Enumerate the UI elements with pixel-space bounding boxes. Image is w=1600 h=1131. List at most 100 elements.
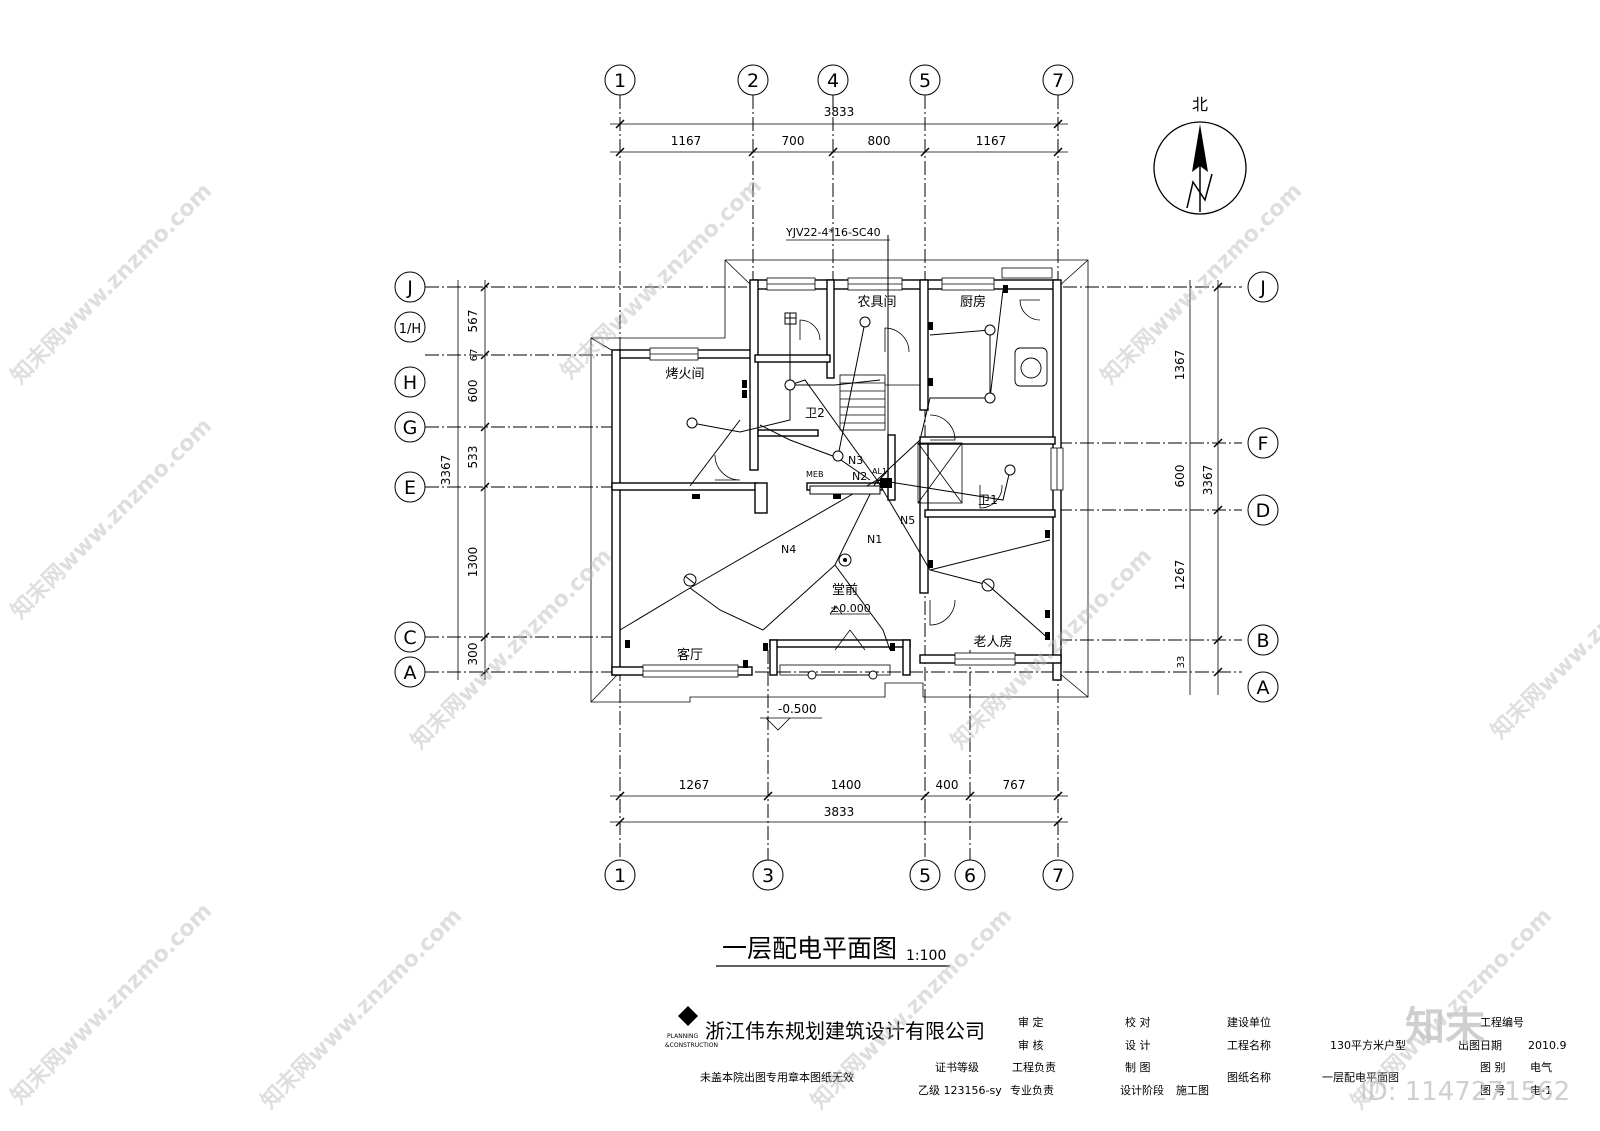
axis-bubble-top-7: 7 [1042, 64, 1074, 96]
dim-left-seg-6: 300 [466, 643, 480, 666]
svg-text:知末网www.znzmo.com: 知末网www.znzmo.com [6, 898, 217, 1109]
axis-bubble-left-G: G [394, 411, 426, 443]
dim-left-seg-4: 533 [466, 446, 480, 469]
axis-bubble-left-H: H [394, 366, 426, 398]
svg-text:3: 3 [762, 865, 774, 887]
svg-text:图 号: 图 号 [1480, 1084, 1506, 1097]
circuit-n5: N5 [900, 514, 915, 527]
watermark-id: ID: 1147271562 [1360, 1077, 1570, 1107]
axis-bubble-right-B: B [1247, 624, 1279, 656]
svg-text:工程编号: 工程编号 [1480, 1015, 1524, 1029]
elevation-floor: ±0.000 [829, 602, 871, 615]
room-living: 客厅 [677, 647, 703, 663]
svg-text:5: 5 [919, 865, 931, 887]
svg-text:工程名称: 工程名称 [1227, 1038, 1271, 1052]
title-block-note: 未盖本院出图专用章本图纸无效 [700, 1070, 854, 1084]
svg-text:2010.9: 2010.9 [1528, 1039, 1567, 1052]
dim-left-seg-1: 567 [466, 310, 480, 333]
svg-text:6: 6 [964, 865, 976, 887]
axis-bubble-top-5: 5 [909, 64, 941, 96]
doors [714, 299, 1041, 651]
svg-text:设 计: 设 计 [1125, 1039, 1151, 1052]
svg-text:证书等级: 证书等级 [935, 1060, 979, 1074]
axis-bubble-right-D: D [1247, 494, 1279, 526]
north-label: 北 [1192, 95, 1208, 114]
svg-text:知末网www.znzmo.com: 知末网www.znzmo.com [256, 903, 467, 1114]
drawing-title-text: 一层配电平面图 [722, 934, 897, 963]
axis-bubble-right-J: J [1247, 271, 1279, 303]
room-kitchen: 厨房 [960, 294, 986, 310]
svg-text:乙级 123156-sy: 乙级 123156-sy [918, 1084, 1002, 1097]
room-farm-tools: 农具间 [857, 295, 896, 310]
svg-text:一层配电平面图: 一层配电平面图 [1322, 1071, 1399, 1084]
svg-text:130平方米户型: 130平方米户型 [1330, 1038, 1406, 1052]
svg-text:施工图: 施工图 [1176, 1084, 1209, 1097]
circuit-al1: AL1 [872, 467, 887, 476]
svg-text:D: D [1256, 500, 1271, 522]
svg-text:工程负责: 工程负责 [1012, 1060, 1056, 1074]
svg-text:E: E [404, 477, 416, 499]
axis-bubble-top-1: 1 [604, 64, 636, 96]
svg-text:4: 4 [827, 70, 839, 92]
axis-bubble-bottom-1: 1 [604, 859, 636, 891]
dim-right-seg-3: 1267 [1173, 560, 1187, 591]
axis-bubble-bottom-3: 3 [752, 859, 784, 891]
wiring [619, 235, 1051, 676]
dim-top-seg-3: 800 [868, 134, 891, 148]
axis-bubble-left-J: J [394, 271, 426, 303]
dim-left-total: 3367 [439, 455, 453, 486]
svg-text:B: B [1256, 630, 1269, 652]
drawing-scale: 1:100 [906, 948, 946, 964]
north-arrow: 北 [1153, 95, 1247, 215]
svg-text:设计阶段: 设计阶段 [1120, 1083, 1164, 1097]
axis-bubble-right-A: A [1247, 671, 1279, 703]
dimension-lines [457, 119, 1223, 827]
dim-bottom-seg-4: 767 [1003, 778, 1026, 792]
room-hall: 堂前 [832, 582, 858, 598]
svg-text:J: J [1259, 277, 1266, 299]
svg-text:PLANNING: PLANNING [667, 1033, 698, 1040]
dim-left-seg-2: 67 [469, 349, 480, 362]
svg-text:电-1: 电-1 [1530, 1084, 1552, 1097]
dim-left-seg-3: 600 [466, 380, 480, 403]
circuit-n2: N2 [852, 470, 867, 483]
circuit-n1: N1 [867, 533, 882, 546]
svg-text:2: 2 [747, 70, 759, 92]
company-name: 浙江伟东规划建筑设计有限公司 [705, 1019, 985, 1043]
svg-text:±0.000: ±0.000 [830, 602, 871, 615]
svg-text:A: A [1257, 677, 1270, 699]
dim-top-seg-2: 700 [782, 134, 805, 148]
elevation-outside: -0.500 [760, 702, 822, 731]
svg-text:审 核: 审 核 [1018, 1038, 1044, 1052]
svg-text:F: F [1258, 433, 1269, 455]
circuit-n3: N3 [848, 454, 863, 467]
circuit-meb: MEB [806, 470, 823, 479]
svg-text:电气: 电气 [1530, 1060, 1552, 1074]
windows [642, 267, 1064, 678]
svg-text:C: C [403, 627, 416, 649]
fixtures [1014, 347, 1048, 387]
svg-text:-0.500: -0.500 [778, 702, 817, 716]
svg-text:5: 5 [919, 70, 931, 92]
dim-bottom-total: 3833 [824, 805, 855, 819]
circuit-n4: N4 [781, 543, 796, 556]
axis-bubble-left-A: A [394, 656, 426, 688]
dim-top-total: 3833 [824, 105, 855, 119]
dim-right-seg-2: 600 [1173, 465, 1187, 488]
axis-bubble-left-C: C [394, 621, 426, 653]
room-labels: 农具间 厨房 烤火间 卫2 卫1 堂前 客厅 老人房 [665, 294, 1012, 663]
svg-text:建设单位: 建设单位 [1227, 1015, 1271, 1029]
svg-text:1: 1 [614, 70, 626, 92]
axis-bubble-top-2: 2 [737, 64, 769, 96]
svg-text:图 别: 图 别 [1480, 1061, 1506, 1074]
title-block: PLANNING &CONSTRUCTION 浙江伟东规划建筑设计有限公司 未盖… [665, 1006, 1567, 1097]
svg-text:7: 7 [1052, 865, 1064, 887]
watermark-logo: 知末 [1405, 1004, 1485, 1050]
svg-text:出图日期: 出图日期 [1458, 1038, 1502, 1052]
svg-text:1: 1 [614, 865, 626, 887]
axis-bubbles: 1 2 4 5 7 1 3 5 6 7 J 1/H H G E C A J F … [394, 64, 1279, 891]
dimension-texts: 3833 1167 700 800 1167 1267 1400 400 767… [439, 105, 1215, 819]
axis-bubble-bottom-7: 7 [1042, 859, 1074, 891]
svg-text:知末网www.znzmo.com: 知末网www.znzmo.com [406, 543, 617, 754]
